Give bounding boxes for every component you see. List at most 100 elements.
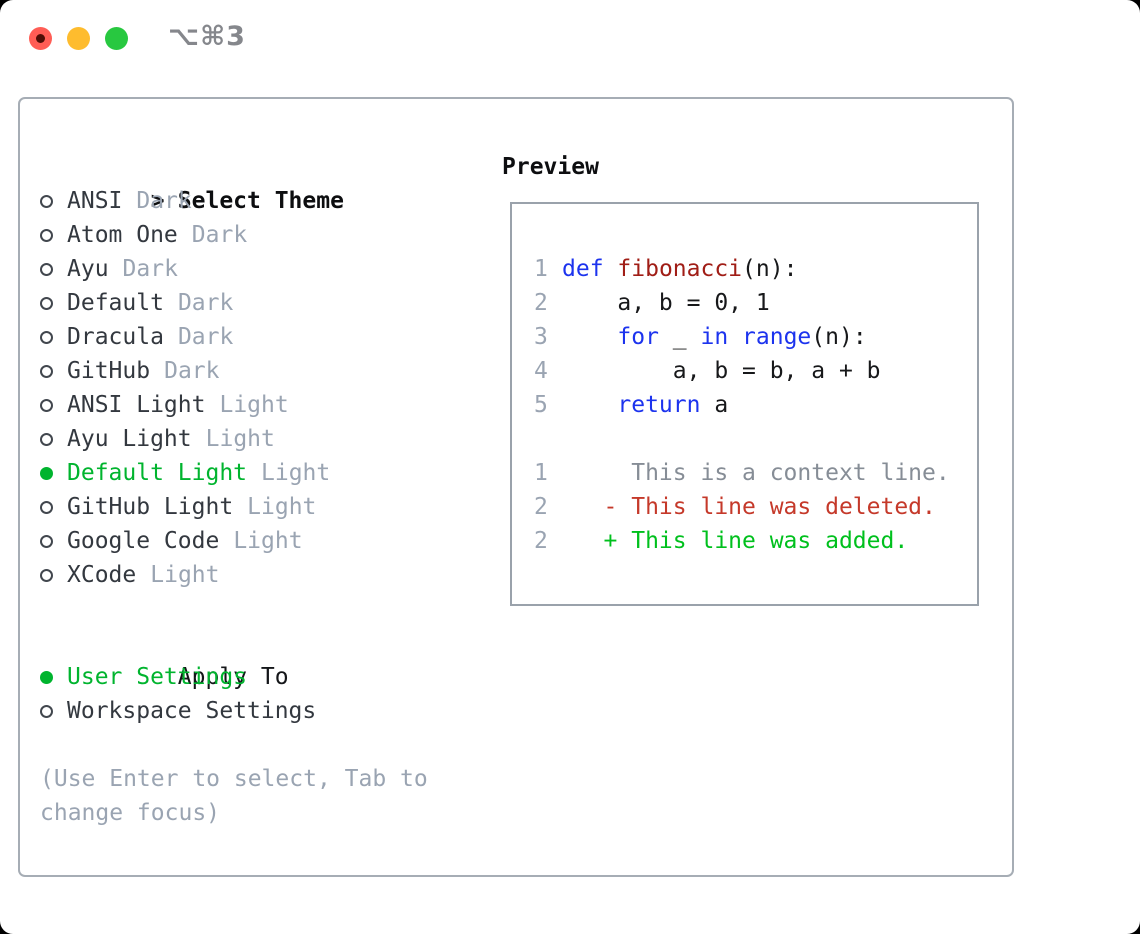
radio-marker xyxy=(40,456,67,490)
radio-marker xyxy=(40,694,67,728)
radio-unselected-icon xyxy=(40,229,53,242)
line-number: 2 xyxy=(534,528,548,554)
item-label: Default xyxy=(67,290,164,316)
radio-selected-icon xyxy=(40,671,53,684)
code-line: 3 for _ in range(n): xyxy=(534,320,977,354)
item-variant-tag: Light xyxy=(150,562,220,588)
window-title: ⌥⌘3 xyxy=(168,21,246,52)
code-token: def xyxy=(562,256,604,282)
radio-unselected-icon xyxy=(40,331,53,344)
item-label: Google Code xyxy=(67,528,220,554)
item-variant-tag: Dark xyxy=(136,188,192,214)
radio-marker xyxy=(40,558,67,592)
radio-unselected-icon xyxy=(40,263,53,276)
code-token xyxy=(728,324,742,350)
radio-marker xyxy=(40,660,67,694)
line-number: 2 xyxy=(534,290,548,316)
theme-item-github-light[interactable]: GitHub Light Light xyxy=(40,490,452,524)
radio-unselected-icon xyxy=(40,501,53,514)
radio-unselected-icon xyxy=(40,535,53,548)
code-line: 1 This is a context line. xyxy=(534,456,977,490)
titlebar: ⌥⌘3 xyxy=(0,0,1140,97)
item-variant-tag: Light xyxy=(247,494,317,520)
apply-option-workspace-settings[interactable]: Workspace Settings xyxy=(40,694,452,728)
item-label: Default Light xyxy=(67,460,248,486)
code-line: 2 - This line was deleted. xyxy=(534,490,977,524)
zoom-button[interactable] xyxy=(105,27,128,50)
item-label: GitHub xyxy=(67,358,151,384)
code-line: 1 def fibonacci(n): xyxy=(534,252,977,286)
code-token: fibonacci xyxy=(617,256,743,282)
line-number: 3 xyxy=(534,324,548,350)
code-line: 2 a, b = 0, 1 xyxy=(534,286,977,320)
item-label: GitHub Light xyxy=(67,494,234,520)
apply-to-header: Apply To xyxy=(40,626,452,690)
minimize-button[interactable] xyxy=(67,27,90,50)
code-line: 2 + This line was added. xyxy=(534,524,977,558)
item-variant-tag: Light xyxy=(219,392,289,418)
code-token xyxy=(562,324,617,350)
code-token: in xyxy=(700,324,729,350)
code-line xyxy=(534,422,977,456)
apply-to-title: Apply To xyxy=(177,664,289,690)
close-button[interactable] xyxy=(29,27,52,50)
radio-unselected-icon xyxy=(40,297,53,310)
line-number: 4 xyxy=(534,358,548,384)
code-token: range xyxy=(742,324,812,350)
radio-unselected-icon xyxy=(40,399,53,412)
item-label: Workspace Settings xyxy=(67,698,317,724)
radio-unselected-icon xyxy=(40,195,53,208)
code-token: (n): xyxy=(811,324,867,350)
item-label: Ayu Light xyxy=(67,426,192,452)
radio-marker xyxy=(40,388,67,422)
line-number: 5 xyxy=(534,392,548,418)
radio-marker xyxy=(40,490,67,524)
code-token: a, b = b, a + b xyxy=(562,358,881,384)
item-label: ANSI Light xyxy=(67,392,206,418)
item-variant-tag: Dark xyxy=(177,290,234,316)
radio-unselected-icon xyxy=(40,569,53,582)
radio-marker xyxy=(40,320,67,354)
line-number: 2 xyxy=(534,494,548,520)
keyboard-hint: (Use Enter to select, Tab to change focu… xyxy=(40,766,428,826)
radio-unselected-icon xyxy=(40,433,53,446)
code-token: + This line was added. xyxy=(562,528,909,554)
radio-unselected-icon xyxy=(40,705,53,718)
code-token xyxy=(604,256,618,282)
item-variant-tag: Light xyxy=(233,528,303,554)
line-number: 1 xyxy=(534,256,548,282)
code-line: 5 return a xyxy=(534,388,977,422)
theme-item-ansi-light[interactable]: ANSI Light Light xyxy=(40,388,452,422)
radio-marker xyxy=(40,252,67,286)
radio-marker xyxy=(40,218,67,252)
item-variant-tag: Dark xyxy=(177,324,234,350)
theme-item-default[interactable]: Default Dark xyxy=(40,286,452,320)
item-variant-tag: Dark xyxy=(191,222,248,248)
code-token: (n): xyxy=(742,256,798,282)
apply-option-user-settings[interactable]: User Settings xyxy=(40,660,452,694)
code-token: a xyxy=(700,392,729,418)
theme-item-github[interactable]: GitHub Dark xyxy=(40,354,452,388)
item-variant-tag: Dark xyxy=(122,256,178,282)
code-token xyxy=(562,392,617,418)
radio-marker xyxy=(40,422,67,456)
code-token: for xyxy=(617,324,659,350)
preview-title: Preview xyxy=(502,154,599,180)
code-token: _ xyxy=(658,324,701,350)
radio-unselected-icon xyxy=(40,365,53,378)
radio-selected-icon xyxy=(40,467,53,480)
item-label: User Settings xyxy=(67,664,248,690)
item-variant-tag: Dark xyxy=(164,358,220,384)
theme-item-google-code[interactable]: Google Code Light xyxy=(40,524,452,558)
